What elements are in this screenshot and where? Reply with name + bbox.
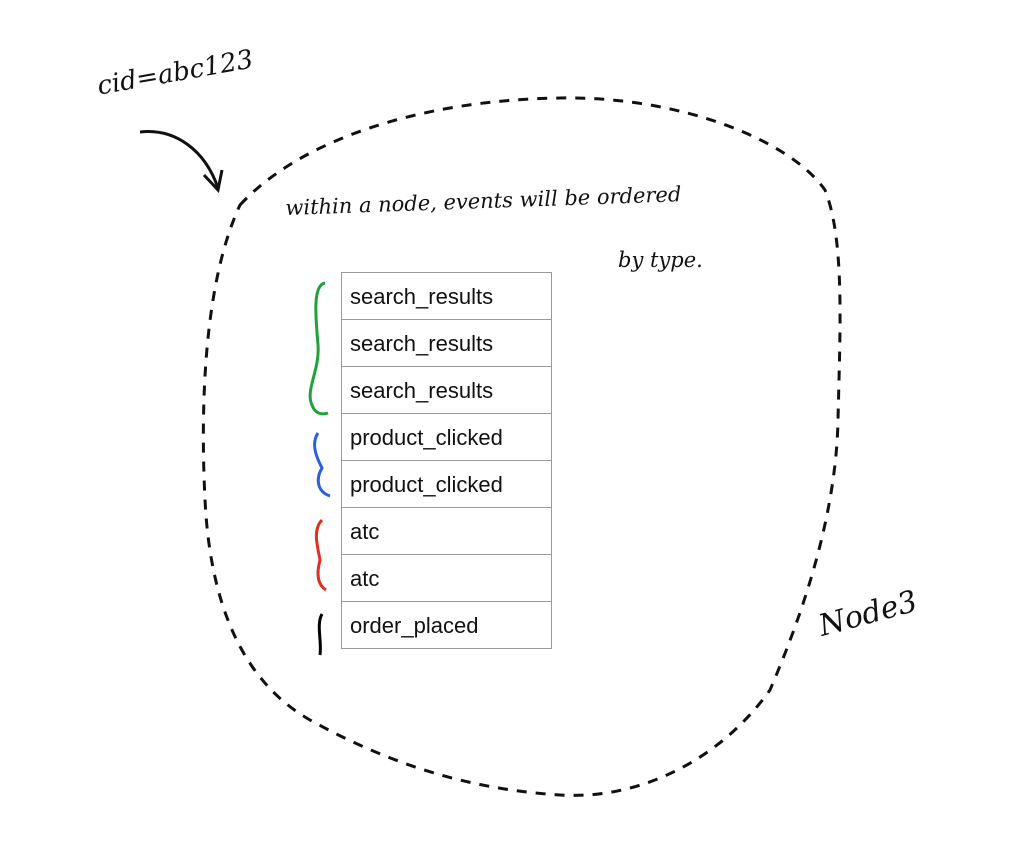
arrowhead-icon bbox=[202, 169, 224, 194]
brace-atc bbox=[314, 518, 327, 592]
events-table: search_results search_results search_res… bbox=[341, 272, 552, 649]
brace-order-placed bbox=[317, 613, 324, 656]
table-row: product_clicked bbox=[342, 414, 551, 461]
arrow-icon bbox=[139, 130, 220, 189]
table-row: product_clicked bbox=[342, 461, 551, 508]
table-row: atc bbox=[342, 508, 551, 555]
note-line-2: by type. bbox=[618, 248, 703, 272]
brace-product-clicked bbox=[313, 432, 331, 498]
table-row: atc bbox=[342, 555, 551, 602]
table-row: order_placed bbox=[342, 602, 551, 649]
table-row: search_results bbox=[342, 367, 551, 414]
node-boundary-dashed-circle bbox=[201, 96, 842, 797]
table-row: search_results bbox=[342, 320, 551, 367]
brace-search-results bbox=[308, 281, 329, 416]
table-row: search_results bbox=[342, 273, 551, 320]
